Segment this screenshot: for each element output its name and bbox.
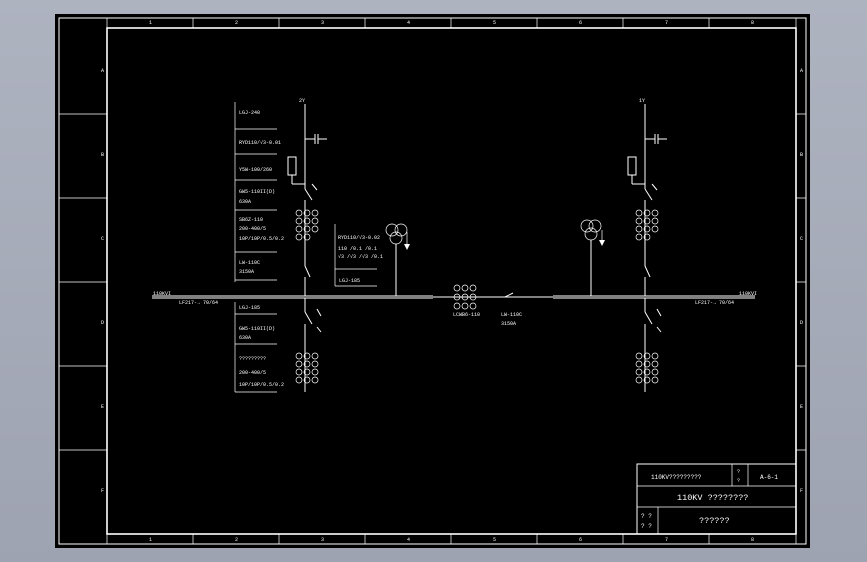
pt-model: RYD110/√3-0.02 bbox=[338, 234, 380, 241]
left-upper-cell: Y5W-100/260 bbox=[239, 167, 272, 173]
title-block-subtitle: 110KV ???????? bbox=[677, 493, 748, 503]
grid-col-label: 7 bbox=[665, 20, 668, 26]
left-lower-cell: 630A bbox=[239, 335, 251, 341]
left-upper-cell: 10P/10P/0.5/0.2 bbox=[239, 236, 284, 242]
inner-border bbox=[106, 27, 797, 535]
grid-col-label: 4 bbox=[407, 20, 410, 26]
single-line-diagram: 1 2 3 4 5 6 7 8 1 2 3 4 5 6 7 8 A B bbox=[58, 17, 807, 545]
left-lower-table bbox=[234, 302, 277, 393]
title-block-code-bottom: ? bbox=[737, 478, 740, 484]
grid-rows-right: A B C D E F bbox=[800, 68, 803, 494]
right-bay[interactable]: 1Y bbox=[627, 98, 667, 392]
left-upper-cell: LW-110C bbox=[239, 260, 260, 266]
bus-right-label: 110KVI bbox=[739, 291, 757, 297]
grid-columns-top: 1 2 3 4 5 6 7 8 bbox=[149, 20, 754, 26]
title-block-sign-a: ? ? bbox=[641, 513, 652, 520]
left-upper-cell: 200-400/5 bbox=[239, 226, 266, 232]
grid-col-label: 6 bbox=[579, 20, 582, 26]
grid-col-label: 2 bbox=[235, 537, 238, 543]
grid-row-label: E bbox=[101, 404, 104, 410]
right-line-label: 1Y bbox=[639, 98, 645, 104]
right-pt[interactable] bbox=[580, 219, 605, 296]
left-bay[interactable]: 2Y bbox=[287, 98, 327, 392]
left-upper-cell: GW5-110II(D) bbox=[239, 189, 275, 195]
pt-ratio: 110 /0.1 /0.1 bbox=[338, 246, 377, 252]
breaker-label: LW-110C bbox=[501, 312, 522, 318]
grid-row-label: D bbox=[101, 320, 104, 326]
left-upper-table bbox=[234, 102, 277, 282]
grid-col-label: 5 bbox=[493, 537, 496, 543]
grid-col-label: 8 bbox=[751, 20, 754, 26]
main-bus[interactable] bbox=[152, 295, 755, 299]
pt-cable: LGJ-185 bbox=[339, 278, 360, 284]
grid-ticks bbox=[59, 18, 806, 544]
left-lower-cell: ????????? bbox=[239, 356, 266, 362]
title-block-code-top: ? bbox=[737, 469, 740, 475]
bus-coupler[interactable] bbox=[453, 284, 553, 310]
grid-col-label: 2 bbox=[235, 20, 238, 26]
grid-row-label: F bbox=[800, 488, 803, 494]
bus-left-label: 110KVI bbox=[153, 291, 171, 297]
outer-border bbox=[58, 17, 807, 545]
drawing-sheet[interactable]: 1 2 3 4 5 6 7 8 1 2 3 4 5 6 7 8 A B bbox=[55, 14, 810, 548]
grid-col-label: 1 bbox=[149, 537, 152, 543]
grid-row-label: B bbox=[101, 152, 104, 158]
breaker-rating: 3150A bbox=[501, 321, 516, 327]
title-block-title: 110KV????????? bbox=[651, 474, 702, 481]
grid-row-label: C bbox=[101, 236, 104, 242]
grid-col-label: 4 bbox=[407, 537, 410, 543]
grid-row-label: E bbox=[800, 404, 803, 410]
grid-col-label: 7 bbox=[665, 537, 668, 543]
grid-row-label: A bbox=[800, 68, 803, 74]
left-lower-cell: 10P/10P/0.5/0.2 bbox=[239, 382, 284, 388]
lcwb-label: LCWB6-110 bbox=[453, 312, 480, 318]
title-block bbox=[636, 463, 797, 535]
grid-row-label: F bbox=[101, 488, 104, 494]
grid-col-label: 6 bbox=[579, 537, 582, 543]
left-lower-cell: 200-400/5 bbox=[239, 370, 266, 376]
grid-rows-left: A B C D E F bbox=[101, 68, 104, 494]
left-lower-cell: LGJ-185 bbox=[239, 305, 260, 311]
grid-col-label: 3 bbox=[321, 20, 324, 26]
center-pt[interactable] bbox=[334, 223, 410, 296]
title-block-org: ?????? bbox=[699, 516, 730, 526]
grid-row-label: C bbox=[800, 236, 803, 242]
grid-row-label: B bbox=[800, 152, 803, 158]
title-block-sheet-no: A-6-1 bbox=[760, 474, 778, 481]
left-upper-cell: LGJ-240 bbox=[239, 110, 260, 116]
bus-right-feeder: LF217-→ 70/64 bbox=[695, 300, 734, 306]
left-line-label: 2Y bbox=[299, 98, 305, 104]
grid-row-label: A bbox=[101, 68, 104, 74]
grid-col-label: 3 bbox=[321, 537, 324, 543]
left-lower-cell: GW5-110II(D) bbox=[239, 326, 275, 332]
title-block-sign-b: ? ? bbox=[641, 523, 652, 530]
grid-col-label: 8 bbox=[751, 537, 754, 543]
left-upper-cell: 630A bbox=[239, 199, 251, 205]
left-upper-cell: RYD110/√3-0.01 bbox=[239, 139, 281, 146]
grid-row-label: D bbox=[800, 320, 803, 326]
left-upper-cell: 3150A bbox=[239, 269, 254, 275]
grid-col-label: 5 bbox=[493, 20, 496, 26]
grid-columns-bottom: 1 2 3 4 5 6 7 8 bbox=[149, 537, 754, 543]
left-upper-cell: SB6Z-110 bbox=[239, 217, 263, 223]
bus-left-feeder: LF217-→ 70/64 bbox=[179, 300, 218, 306]
pt-ratio-2: √3 /√3 /√3 /0.1 bbox=[338, 253, 383, 260]
grid-col-label: 1 bbox=[149, 20, 152, 26]
